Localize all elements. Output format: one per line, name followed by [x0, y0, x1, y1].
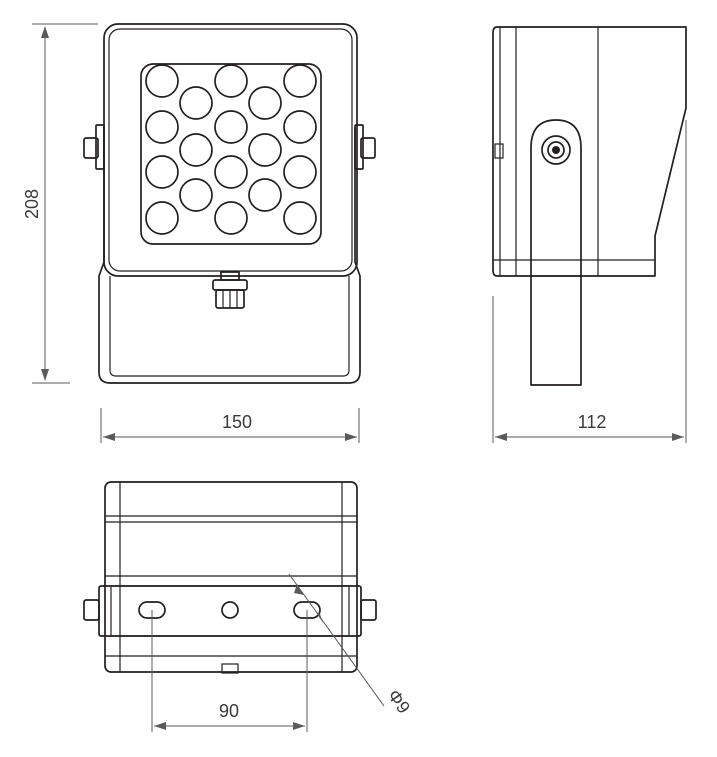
led-lens [248, 133, 282, 167]
dim-height: 208 [22, 23, 98, 384]
dim-side-depth-label: 112 [578, 412, 607, 432]
dim-side-depth: 112 [492, 120, 687, 443]
led-panel [140, 63, 322, 245]
led-array [145, 64, 317, 235]
bottom-view [83, 481, 377, 674]
side-button [494, 143, 504, 159]
side-bolt-outer [541, 135, 571, 165]
side-view [492, 26, 687, 386]
led-lens [214, 155, 248, 189]
front-view [83, 23, 376, 384]
bottom-left-knob [83, 599, 100, 621]
bottom-bracket-inner [110, 585, 350, 637]
front-right-knob [360, 137, 376, 159]
front-bracket-inner [109, 276, 350, 377]
front-left-knob [83, 137, 99, 159]
led-lens [248, 178, 282, 212]
led-lens [179, 178, 213, 212]
side-bolt-center [552, 146, 560, 154]
front-housing [103, 23, 358, 277]
led-lens [145, 110, 179, 144]
led-lens [145, 155, 179, 189]
bottom-right-knob [360, 599, 377, 621]
dim-hole-spacing-label: 90 [219, 701, 239, 721]
dim-hole-diameter: Φ9 [288, 573, 414, 717]
dim-height-label: 208 [22, 189, 42, 219]
bottom-housing [104, 481, 358, 673]
dim-front-width: 150 [100, 408, 360, 443]
led-lens [214, 110, 248, 144]
led-lens [214, 64, 248, 98]
dim-front-width-label: 150 [222, 412, 252, 432]
led-lens [248, 86, 282, 120]
front-bracket [98, 127, 361, 384]
dim-hole-spacing: 90 [151, 610, 308, 732]
side-bolt-inner [547, 141, 565, 159]
led-lens [145, 201, 179, 235]
cable-gland [212, 271, 248, 309]
front-right-knob-collar [354, 124, 364, 170]
led-lens [179, 133, 213, 167]
led-lens [214, 201, 248, 235]
bottom-center-hole [221, 601, 239, 619]
dim-hole-diameter-label: Φ9 [384, 686, 414, 717]
front-housing-inner [108, 28, 353, 272]
led-lens [283, 201, 317, 235]
side-arm [530, 119, 582, 386]
led-lens [283, 64, 317, 98]
led-lens [283, 110, 317, 144]
led-lens [179, 86, 213, 120]
bottom-tab [221, 663, 239, 674]
led-lens [283, 155, 317, 189]
side-housing [492, 26, 687, 277]
led-lens [145, 64, 179, 98]
